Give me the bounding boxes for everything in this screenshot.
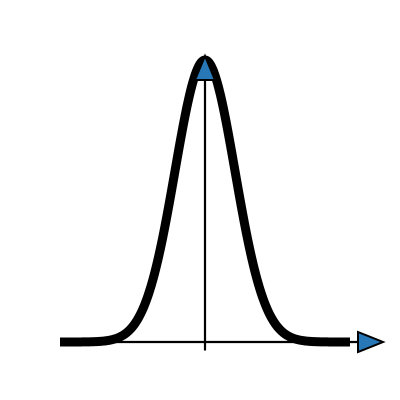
x-axis-arrow-icon <box>357 330 386 354</box>
y-axis-arrow-icon <box>193 53 217 81</box>
axes <box>60 78 374 351</box>
axis-arrows <box>193 53 386 354</box>
